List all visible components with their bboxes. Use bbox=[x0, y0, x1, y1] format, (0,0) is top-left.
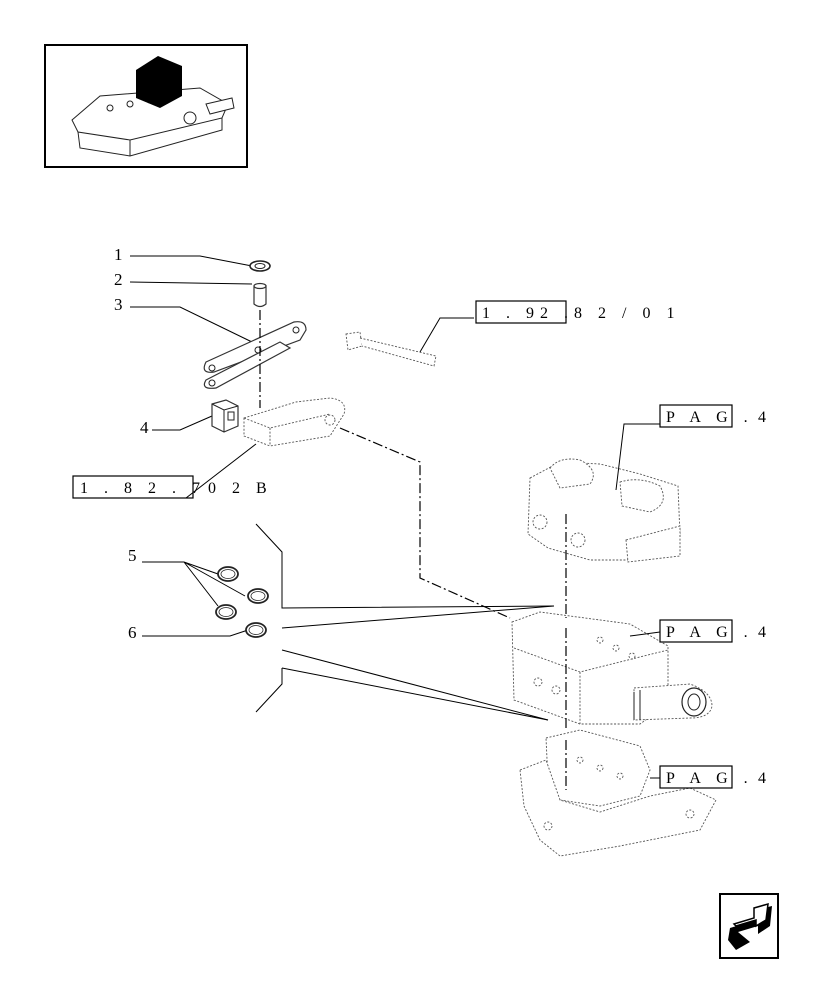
reference-pag-3[interactable]: P A G . 4 bbox=[659, 765, 772, 789]
ref-top-box-text: 1 . 92 . bbox=[482, 305, 574, 322]
leader-ref-top bbox=[419, 317, 474, 353]
callout-3: 3 bbox=[114, 295, 253, 343]
ghost-valve-middle bbox=[511, 611, 713, 725]
pag-2-box-text: P A G . bbox=[666, 624, 754, 641]
callout-1: 1 bbox=[114, 245, 253, 267]
pag-3-num-text: 4 bbox=[758, 770, 772, 787]
part-5-o-ring-b bbox=[247, 588, 269, 604]
reference-pag-2[interactable]: P A G . 4 bbox=[659, 619, 772, 643]
pag-2-num-text: 4 bbox=[758, 624, 772, 641]
callout-2: 2 bbox=[114, 270, 253, 289]
thumbnail-frame[interactable] bbox=[44, 44, 248, 168]
lift-cover-thumbnail-icon bbox=[71, 56, 235, 157]
ghost-fork-bracket bbox=[243, 397, 346, 447]
label-item-4: 4 bbox=[140, 418, 149, 437]
part-5-o-ring-a bbox=[217, 566, 239, 582]
pag-1-num-text: 4 bbox=[758, 409, 772, 426]
ghost-screw bbox=[345, 331, 437, 367]
next-page-arrow-icon bbox=[728, 902, 772, 950]
ref-top-rest-text: 8 2 / 0 1 bbox=[574, 305, 680, 322]
leader-ref-left bbox=[185, 443, 257, 499]
part-3-lever bbox=[203, 321, 307, 389]
ref-left-box-text: 1 . 8 2 . 7 bbox=[80, 480, 206, 497]
part-4-block bbox=[211, 399, 239, 433]
label-item-6: 6 bbox=[128, 623, 137, 642]
pag-1-box-text: P A G . bbox=[666, 409, 754, 426]
label-item-1: 1 bbox=[114, 245, 123, 264]
ghost-base-lower bbox=[519, 729, 717, 857]
reference-pag-1[interactable]: P A G . 4 bbox=[659, 404, 772, 428]
ref-left-rest-text: 0 2 B bbox=[208, 480, 273, 497]
pag-3-box-text: P A G . bbox=[666, 770, 754, 787]
reference-1-92-82-01[interactable]: 1 . 92 . 8 2 / 0 1 bbox=[475, 300, 680, 324]
leader-pag-1 bbox=[615, 423, 660, 491]
leader-pag-2 bbox=[629, 631, 661, 637]
part-6-o-ring bbox=[245, 622, 267, 638]
ghost-distributor-upper bbox=[527, 458, 681, 563]
part-1-snap-ring bbox=[249, 260, 271, 272]
label-item-3: 3 bbox=[114, 295, 123, 314]
callout-6: 6 bbox=[128, 623, 249, 642]
callout-5: 5 bbox=[128, 546, 246, 607]
part-5-o-ring-c bbox=[215, 604, 237, 620]
label-item-2: 2 bbox=[114, 270, 123, 289]
callout-4: 4 bbox=[140, 415, 213, 437]
axis-line-2 bbox=[339, 427, 511, 619]
label-item-5: 5 bbox=[128, 546, 137, 565]
reference-1-82-7-02b[interactable]: 1 . 8 2 . 7 0 2 B bbox=[72, 475, 273, 499]
next-page-button[interactable] bbox=[719, 893, 779, 959]
part-2-pin bbox=[253, 282, 267, 308]
seal-grouping-lines bbox=[255, 523, 555, 721]
